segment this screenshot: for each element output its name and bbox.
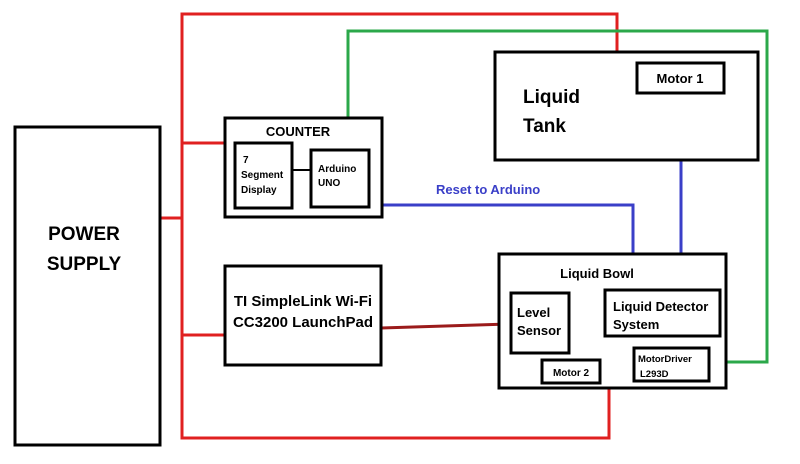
launchpad-line1: TI SimpleLink Wi-Fi <box>234 293 372 310</box>
motor1-block: Motor 1 <box>635 61 726 95</box>
power-supply-label-line1: POWER <box>48 224 120 245</box>
reset-to-arduino-label: Reset to Arduino <box>436 182 540 197</box>
liquid-detector-line1: Liquid Detector <box>613 299 708 314</box>
motor-driver-block: MotorDriver L293D <box>632 346 711 383</box>
liquid-tank-block: Liquid Tank Motor 1 <box>493 50 760 162</box>
motor2-block: Motor 2 <box>540 358 602 385</box>
motor-driver-line2: L293D <box>640 369 669 380</box>
power-wire-top <box>180 12 619 218</box>
liquid-detector-block: Liquid Detector System <box>603 288 722 338</box>
level-sensor-block: Level Sensor <box>509 291 571 355</box>
motor-driver-line1: MotorDriver <box>638 354 692 365</box>
segment-display-line2: Segment <box>241 170 284 181</box>
segment-display-line1: 7 <box>243 155 249 166</box>
launchpad-to-level-sensor-wire <box>380 322 512 330</box>
liquid-tank-line1: Liquid <box>523 87 580 108</box>
level-sensor-line2: Sensor <box>517 323 561 338</box>
power-supply-label-line2: SUPPLY <box>47 254 122 275</box>
liquid-tank-line2: Tank <box>523 116 566 137</box>
liquid-bowl-block: Liquid Bowl Level Sensor Liquid Detector… <box>497 252 728 390</box>
liquid-detector-line2: System <box>613 317 659 332</box>
arduino-to-driver-wire <box>346 29 769 364</box>
motor1-label: Motor 1 <box>657 71 704 86</box>
segment-display-block: 7 Segment Display <box>233 141 294 210</box>
arduino-line2: UNO <box>318 178 340 189</box>
counter-block: COUNTER 7 Segment Display Arduino UNO <box>223 116 384 219</box>
arduino-line1: Arduino <box>318 164 356 175</box>
level-sensor-line1: Level <box>517 305 550 320</box>
motor2-label: Motor 2 <box>553 368 590 379</box>
power-supply-block: POWER SUPPLY <box>13 125 162 447</box>
liquid-bowl-title: Liquid Bowl <box>560 266 634 281</box>
segment-display-line3: Display <box>241 185 277 196</box>
power-wire-bottom <box>180 218 611 440</box>
launchpad-block: TI SimpleLink Wi-Fi CC3200 LaunchPad <box>223 264 383 367</box>
arduino-block: Arduino UNO <box>309 148 371 209</box>
power-wires <box>160 12 619 440</box>
launchpad-line2: CC3200 LaunchPad <box>233 314 373 331</box>
counter-title: COUNTER <box>266 124 331 139</box>
